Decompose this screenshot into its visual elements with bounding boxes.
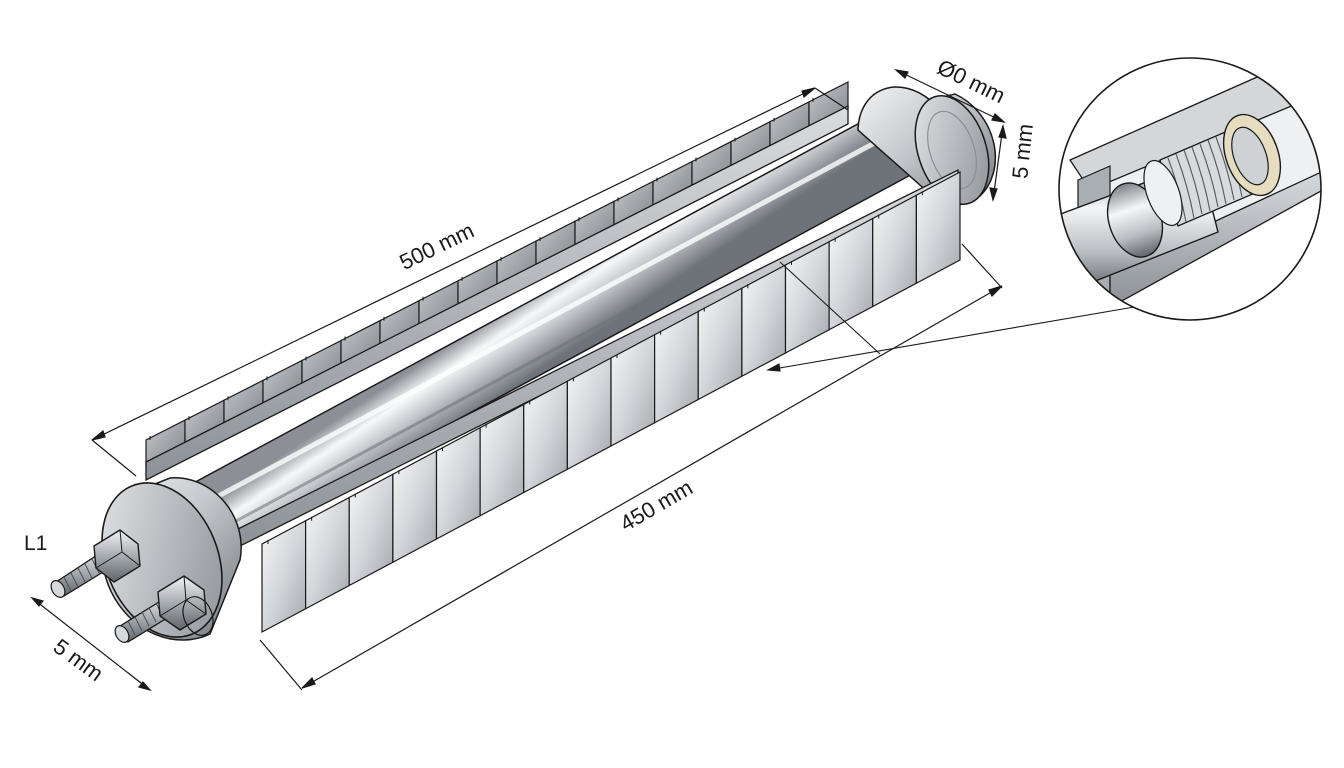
- tube-highlight: [198, 130, 895, 509]
- back-fin-row: [145, 81, 849, 467]
- terminal-label: L1: [24, 532, 47, 555]
- terminal-bolt-lower: [114, 575, 214, 643]
- detail-view: [1058, 57, 1322, 321]
- front-fin-4: [392, 450, 438, 564]
- tube-shadow-line: [211, 158, 907, 536]
- front-fin-2: [305, 496, 350, 610]
- overall-length-label: 500 mm: [396, 218, 478, 275]
- dimension-cap-thickness: [989, 123, 1007, 203]
- dimension-overall-length: [91, 87, 849, 477]
- detail-leader-line: [766, 261, 1141, 372]
- cap-thickness-label: 5 mm: [1007, 123, 1038, 180]
- front-fin-3: [348, 473, 394, 587]
- dimension-fin-length: [259, 243, 1003, 691]
- front-fin-row: [261, 171, 961, 633]
- back-fin-base-strip: [145, 104, 849, 482]
- terminal-bolt-upper: [50, 529, 141, 598]
- far-end-cap: [857, 86, 997, 211]
- front-fin-16: [915, 171, 961, 285]
- dimension-terminal-spacing: [30, 596, 152, 692]
- terminal-spacing-label: 5 mm: [49, 634, 108, 687]
- dimension-cap-diameter: [894, 69, 1006, 123]
- front-fin-1: [261, 519, 307, 633]
